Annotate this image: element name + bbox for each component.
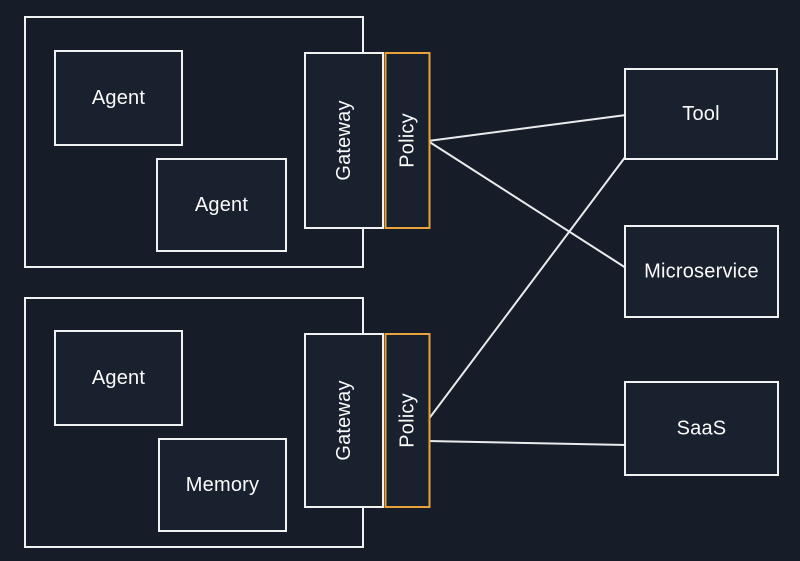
tool-node [624,68,778,160]
agent-node [54,50,183,146]
agent-label: Agent [92,87,146,109]
agent-label: Agent [195,194,249,216]
policy-label: Policy [397,393,419,448]
gateway-node [304,333,384,508]
edge-policy1-microservice [427,140,627,269]
agent-node [54,330,183,426]
policy-node [384,52,431,229]
gateway-label: Gateway [333,100,355,180]
edge-policy2-saas [427,440,627,446]
saas-label: SaaS [677,418,727,440]
edge-policy1-tool [427,114,627,142]
policy-label: Policy [397,113,419,168]
agent-label: Agent [92,367,146,389]
saas-node [624,381,779,476]
memory-node [158,438,287,532]
tool-label: Tool [682,103,720,125]
gateway-node [304,52,384,229]
edge-policy2-tool [427,155,627,421]
gateway-label: Gateway [333,380,355,460]
policy-node [384,333,431,508]
microservice-label: Microservice [644,261,759,283]
microservice-node [624,225,779,318]
memory-label: Memory [186,474,259,496]
agent-node [156,158,287,252]
